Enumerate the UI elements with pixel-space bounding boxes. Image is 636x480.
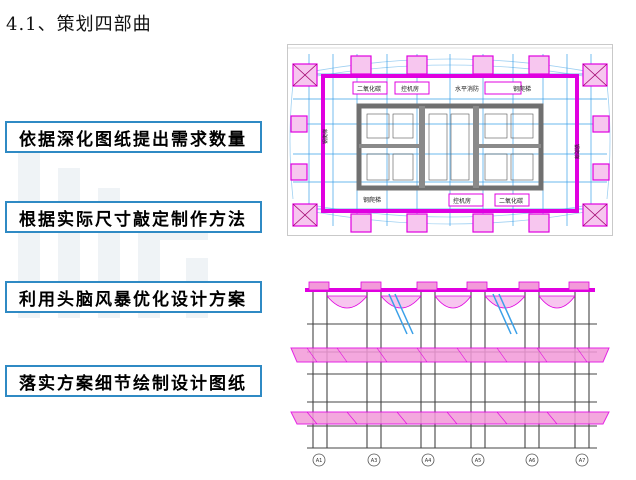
label-water-tank: 水平消防 xyxy=(455,85,479,93)
axis-label-1: A1 xyxy=(316,458,323,464)
label-oxidation-top: 二氧化碳 xyxy=(357,85,381,93)
label-oxidation-bottom: 二氧化碳 xyxy=(499,197,523,205)
axis-label-2: A3 xyxy=(371,458,378,464)
step-2-box: 根据实际尺寸敲定制作方法 xyxy=(5,201,262,233)
label-machine-room-top: 控机房 xyxy=(401,85,419,93)
axis-label-6: A7 xyxy=(579,458,586,464)
axis-label-5: A6 xyxy=(529,458,536,464)
label-stair-bottom: 钢爬梯 xyxy=(363,196,381,204)
label-stair-top: 钢爬梯 xyxy=(513,85,531,93)
floor-plan-drawing: 二氧化碳 控机房 水平消防 钢爬梯 控机房 二氧化碳 钢爬梯 xyxy=(287,44,613,236)
axis-label-3: A4 xyxy=(425,458,432,464)
axis-label-4: A5 xyxy=(475,458,482,464)
step-3-box: 利用头脑风暴优化设计方案 xyxy=(5,281,262,313)
page-title: 4.1、策划四部曲 xyxy=(6,14,152,35)
label-machine-room-bottom: 控机房 xyxy=(453,197,471,205)
step-4-box: 落实方案细节绘制设计图纸 xyxy=(5,365,262,397)
elevation-drawing: A1 A3 A4 A5 A6 A7 xyxy=(290,281,610,467)
step-1-box: 依据深化图纸提出需求数量 xyxy=(5,121,262,153)
